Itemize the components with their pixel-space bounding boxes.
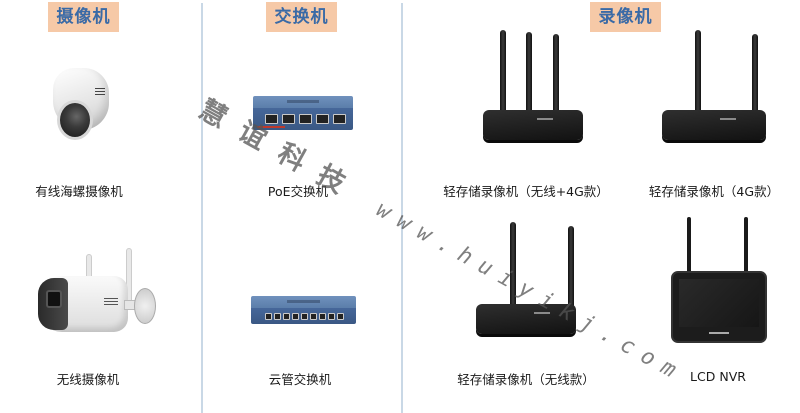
dome-camera-icon bbox=[45, 68, 110, 143]
section-title-camera: 摄像机 bbox=[48, 2, 119, 32]
product-label-turret-camera: 有线海螺摄像机 bbox=[35, 184, 123, 199]
section-title-recorder: 录像机 bbox=[590, 2, 661, 32]
product-label-nvr-4g: 轻存储录像机（4G款） bbox=[648, 184, 780, 199]
product-label-wireless-camera: 无线摄像机 bbox=[56, 372, 120, 387]
product-label-lcd-nvr: LCD NVR bbox=[690, 369, 746, 384]
column-divider-1 bbox=[201, 3, 203, 413]
lcd-nvr-icon bbox=[671, 217, 767, 345]
section-title-switch: 交换机 bbox=[266, 2, 337, 32]
product-label-nvr-wireless-4g: 轻存储录像机（无线+4G款） bbox=[443, 184, 609, 199]
bullet-camera-icon bbox=[36, 246, 156, 336]
product-label-nvr-wireless: 轻存储录像机（无线款） bbox=[457, 372, 595, 387]
router-two-antenna-icon bbox=[662, 30, 766, 142]
product-label-cloud-switch: 云管交换机 bbox=[268, 372, 332, 387]
product-label-poe-switch: PoE交换机 bbox=[267, 184, 329, 199]
router-three-antenna-icon bbox=[483, 30, 583, 142]
column-divider-2 bbox=[401, 3, 403, 413]
cloud-switch-icon bbox=[251, 296, 356, 326]
router-two-antenna-icon bbox=[476, 222, 576, 334]
poe-switch-icon bbox=[253, 96, 353, 136]
